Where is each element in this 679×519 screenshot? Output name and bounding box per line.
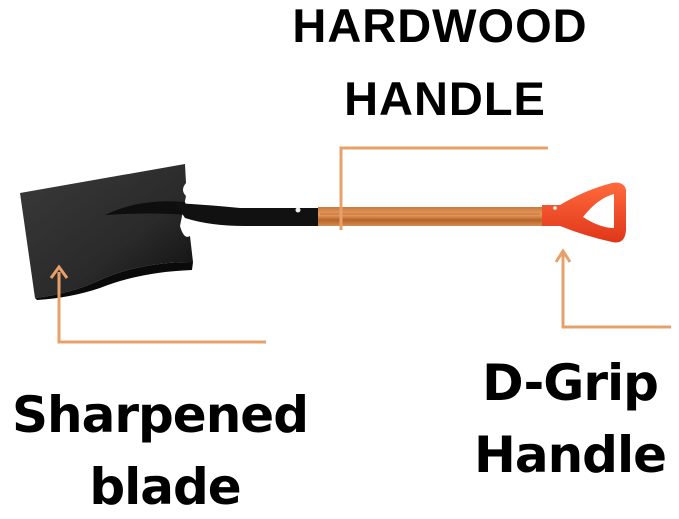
blade-label-line1: Sharpened <box>11 386 309 444</box>
grip-label-line2: Handle <box>473 426 667 484</box>
shovel-shaft <box>175 203 318 226</box>
callout-blade <box>49 264 266 344</box>
callout-grip <box>554 248 671 329</box>
grip-label-line1: D-Grip <box>482 354 659 412</box>
blade-label-line2: blade <box>89 458 241 516</box>
hardwood-label-line2: HANDLE <box>344 72 546 125</box>
shovel-blade <box>20 164 193 300</box>
hardwood-label-line1: HARDWOOD <box>292 0 588 52</box>
d-grip-handle <box>542 182 626 243</box>
hardwood-handle <box>318 207 543 226</box>
callout-hardwood <box>339 146 548 230</box>
